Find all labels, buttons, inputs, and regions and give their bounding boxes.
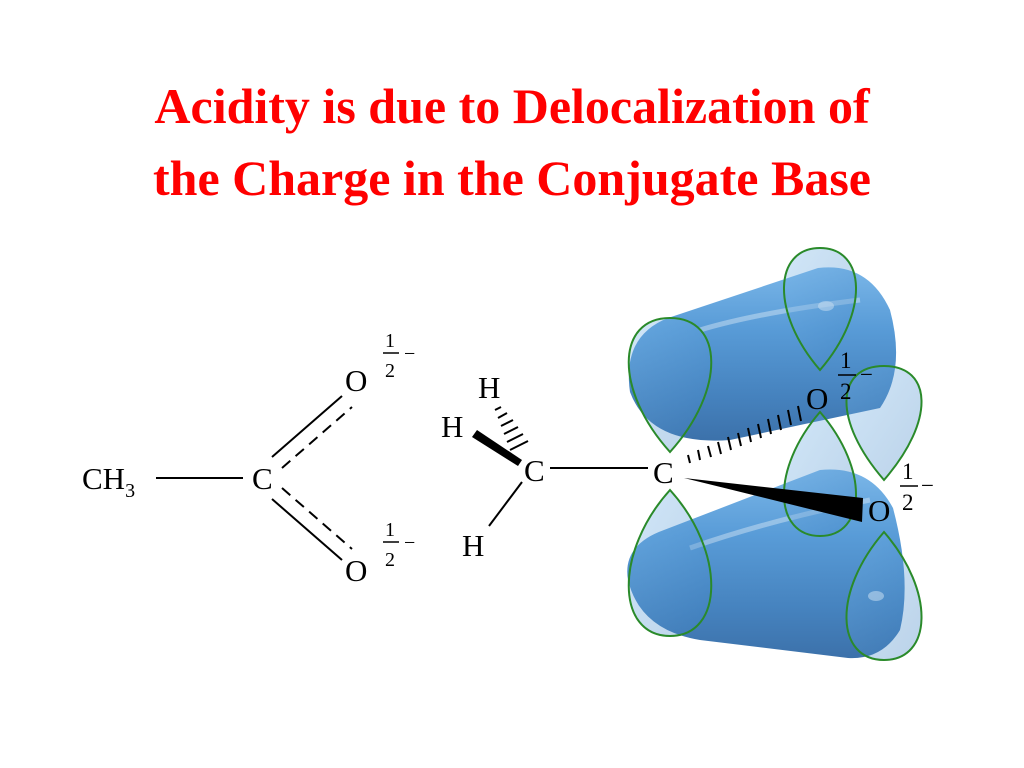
- oxygen-bottom-label: O: [345, 553, 367, 588]
- svg-text:−: −: [404, 343, 415, 365]
- bond-h-bottom: [488, 481, 523, 527]
- svg-text:1: 1: [902, 459, 914, 484]
- resonance-structure: CH3 C O 1 2 − O 1 2 −: [82, 330, 415, 588]
- svg-text:−: −: [860, 362, 873, 387]
- oxygen-top-label: O: [345, 363, 367, 398]
- svg-text:2: 2: [385, 360, 395, 382]
- hydrogen-left-label: H: [441, 409, 463, 444]
- hashed-bond-h-top: [494, 406, 529, 451]
- orbital-model: H H H C C: [441, 246, 934, 662]
- slide-title: Acidity is due to Delocalization of the …: [0, 70, 1024, 214]
- hydrogen-bottom-label: H: [462, 528, 484, 563]
- upper-solid-bond: [271, 395, 343, 458]
- svg-text:−: −: [404, 532, 415, 554]
- front-oxygen-label: O: [868, 493, 890, 528]
- svg-text:2: 2: [385, 549, 395, 571]
- title-line-2: the Charge in the Conjugate Base: [152, 150, 872, 206]
- methyl-carbon-label: C: [524, 453, 545, 488]
- charge-bottom: 1 2 −: [383, 519, 415, 571]
- front-oxygen-p-orbital-top: [845, 364, 923, 482]
- wedge-bond-h-left: [472, 430, 522, 466]
- wedge-bond-front-oxygen: [684, 478, 863, 522]
- svg-text:1: 1: [385, 330, 395, 352]
- charge-front-oxygen: 1 2 −: [900, 459, 934, 515]
- charge-back-oxygen: 1 2 −: [838, 348, 873, 404]
- front-oxygen-p-orbital-bottom: [845, 530, 923, 662]
- lower-dashed-bond: [281, 487, 353, 550]
- hashed-bond-back-oxygen: [687, 405, 802, 464]
- charge-top: 1 2 −: [383, 330, 415, 382]
- svg-text:1: 1: [385, 519, 395, 541]
- carboxyl-carbon-orbital-label: C: [653, 455, 674, 490]
- svg-text:2: 2: [840, 379, 852, 404]
- svg-text:−: −: [921, 473, 934, 498]
- title-line-1: Acidity is due to Delocalization of: [154, 78, 870, 134]
- hydrogen-top-label: H: [478, 370, 500, 405]
- carbon-p-orbital-bottom: [627, 488, 713, 638]
- back-oxygen-label: O: [806, 381, 828, 416]
- upper-dashed-bond: [281, 406, 353, 469]
- carboxyl-carbon-label: C: [252, 461, 273, 496]
- svg-text:1: 1: [840, 348, 852, 373]
- back-oxygen-p-orbital-top: [783, 246, 857, 372]
- svg-text:2: 2: [902, 490, 914, 515]
- lower-solid-bond: [271, 498, 343, 561]
- methyl-label: CH3: [82, 461, 135, 502]
- carbon-p-orbital-top: [627, 316, 713, 454]
